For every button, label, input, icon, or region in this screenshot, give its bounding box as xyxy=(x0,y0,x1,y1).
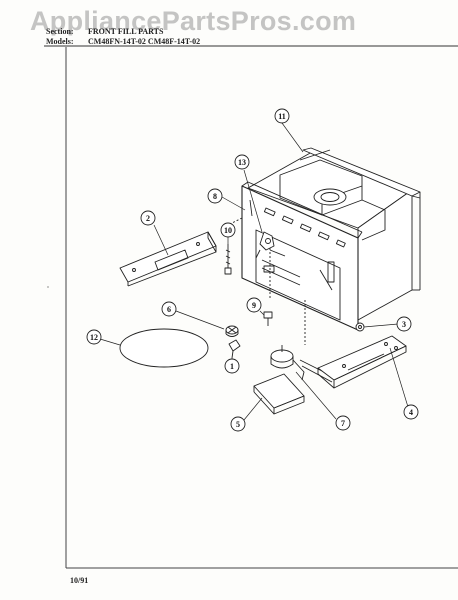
callout-7: 7 xyxy=(335,415,351,431)
models-value: CM48FN-14T-02 CM48F-14T-02 xyxy=(88,37,201,46)
oven-cavity-part xyxy=(247,147,421,321)
callout-12: 12 xyxy=(86,329,102,345)
base-plate-part xyxy=(317,335,407,389)
revision-date: 10/91 xyxy=(70,576,89,585)
svg-text:2: 2 xyxy=(146,214,150,223)
callout-6: 6 xyxy=(161,301,177,317)
svg-text:7: 7 xyxy=(341,419,345,428)
svg-text:11: 11 xyxy=(278,112,286,121)
svg-text:12: 12 xyxy=(90,333,98,342)
callout-4: 4 xyxy=(403,404,419,420)
callout-5: 5 xyxy=(230,416,246,432)
leader-lines xyxy=(99,122,409,421)
svg-text:4: 4 xyxy=(409,408,413,417)
connector-part xyxy=(255,231,275,259)
coupler-part xyxy=(225,325,239,337)
callout-3: 3 xyxy=(396,316,412,332)
callout-13: 13 xyxy=(234,154,250,170)
models-label: Models: xyxy=(46,37,74,46)
svg-text:10: 10 xyxy=(224,226,232,235)
watermark-text: AppliancePartsPros.com xyxy=(30,6,357,36)
screw-part xyxy=(224,244,232,275)
nut-part xyxy=(355,322,365,332)
section-label: Section: xyxy=(46,27,74,36)
fastener-part xyxy=(263,311,273,326)
section-value: FRONT FILL PARTS xyxy=(88,27,164,36)
svg-text:3: 3 xyxy=(402,320,406,329)
svg-text:13: 13 xyxy=(238,158,246,167)
drip-tray-part xyxy=(253,373,305,415)
callout-9: 9 xyxy=(246,297,262,313)
svg-text:5: 5 xyxy=(236,420,240,429)
section-header: Section: FRONT FILL PARTS xyxy=(46,27,163,36)
callout-10: 10 xyxy=(220,222,236,238)
callout-8: 8 xyxy=(207,188,223,204)
callout-1: 1 xyxy=(224,358,240,374)
glass-tray-part xyxy=(119,328,209,368)
bracket-plate-part xyxy=(119,231,217,287)
svg-text:6: 6 xyxy=(167,305,171,314)
callout-2: 2 xyxy=(140,210,156,226)
svg-text:9: 9 xyxy=(252,301,256,310)
callout-11: 11 xyxy=(274,108,290,124)
motor-part xyxy=(270,345,333,383)
svg-text:1: 1 xyxy=(230,362,234,371)
roller-part xyxy=(228,339,241,359)
models-header: Models: CM48FN-14T-02 CM48F-14T-02 xyxy=(46,37,200,46)
svg-text:8: 8 xyxy=(213,192,217,201)
